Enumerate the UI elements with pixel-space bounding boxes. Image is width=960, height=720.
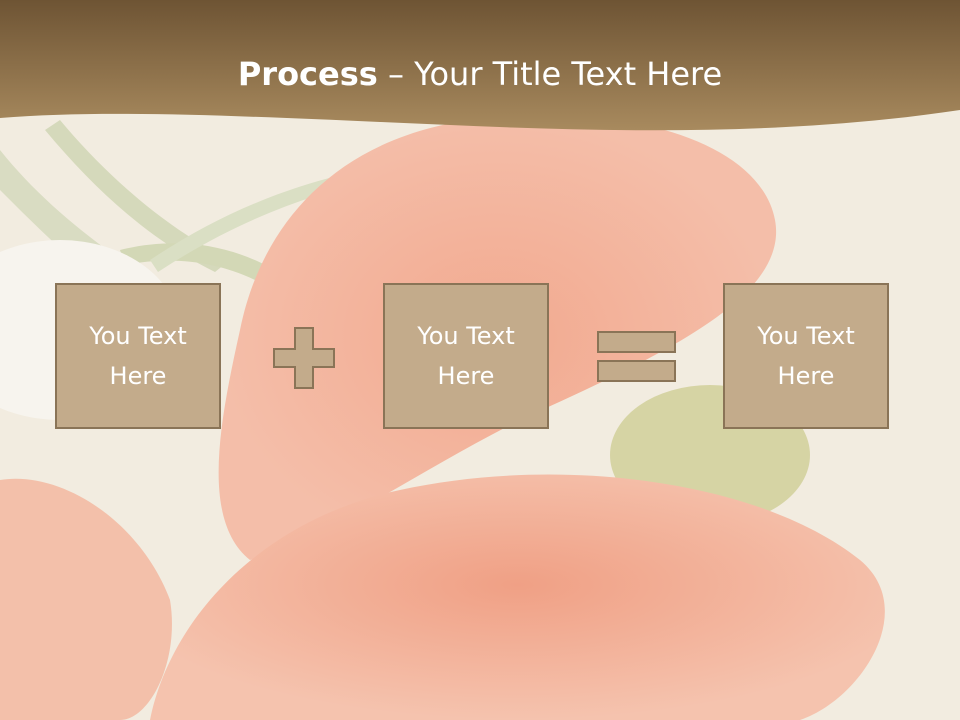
title-bold: Process [237, 55, 378, 93]
process-box-3-text: You Text Here [757, 322, 855, 390]
process-box-2-text: You Text Here [417, 322, 515, 390]
plus-icon [273, 327, 335, 389]
process-box-3[interactable]: You Text Here [723, 283, 889, 429]
process-box-2[interactable]: You Text Here [383, 283, 549, 429]
equals-icon [597, 331, 676, 382]
title-rest: – Your Title Text Here [377, 55, 723, 93]
process-box-1-text: You Text Here [89, 322, 187, 390]
slide-title: Process – Your Title Text Here [0, 52, 960, 96]
process-box-1[interactable]: You Text Here [55, 283, 221, 429]
